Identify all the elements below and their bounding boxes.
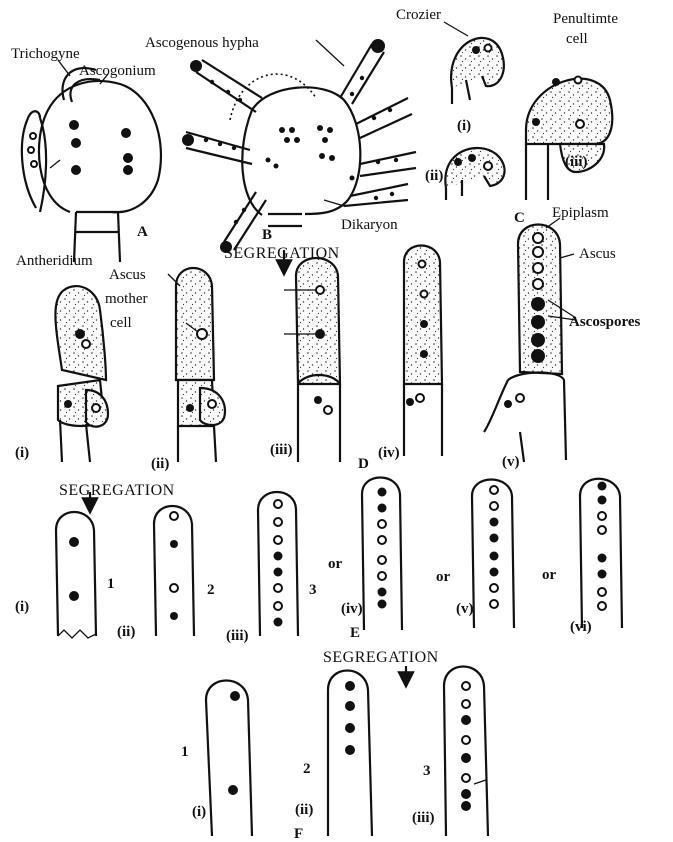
label-b: B (262, 227, 272, 243)
label-crozier: Crozier (396, 7, 441, 23)
label-f-segregation: SEGREGATION (323, 649, 439, 666)
label-c-i: (i) (457, 118, 471, 134)
label-e-3: 3 (309, 582, 317, 598)
label-c-ii: (ii) (425, 168, 443, 184)
panel-f: SEGREGATION 1 (i) 2 (ii) F 3 (iii) (181, 649, 488, 842)
label-c: C (514, 210, 525, 226)
panel-c: Crozier (i) (ii) Penultimte cell (iii) C (396, 7, 618, 226)
label-c-iii: (iii) (565, 154, 588, 170)
ascus-e-i (56, 512, 96, 636)
label-antheridium: Antheridium (16, 253, 93, 269)
label-e-v: (v) (456, 601, 474, 617)
label-a: A (137, 224, 148, 240)
label-ascospores: Ascospores (569, 314, 641, 330)
label-e-iv: (iv) (341, 601, 363, 617)
crozier-iii-penultimate (526, 79, 612, 144)
label-e-2: 2 (207, 582, 215, 598)
ascus-f-i (206, 681, 252, 837)
panel-d: SEGREGATION (i) Ascus mother cell (ii) (… (15, 205, 641, 472)
panel-a: Trichogyne Ascogonium Antheridium A (11, 46, 161, 269)
label-f: F (294, 826, 303, 842)
label-d-v: (v) (502, 454, 520, 470)
label-e-1: 1 (107, 576, 115, 592)
label-e: E (350, 625, 360, 641)
ascogonium-cell (39, 81, 161, 212)
label-d-ascus-1: Ascus (109, 267, 146, 283)
label-trichogyne: Trichogyne (11, 46, 80, 62)
label-e-vi: (vi) (570, 619, 592, 635)
crozier-ii (445, 148, 504, 188)
label-d-ascus-3: cell (110, 315, 132, 331)
label-f-iii: (iii) (412, 810, 435, 826)
label-ascogonium: Ascogonium (79, 63, 156, 79)
label-epiplasm: Epiplasm (552, 205, 609, 221)
label-e-segregation: SEGREGATION (59, 482, 175, 499)
label-e-or-1: or (328, 556, 343, 572)
label-f-i: (i) (192, 804, 206, 820)
label-d-i: (i) (15, 445, 29, 461)
label-d-iv: (iv) (378, 445, 400, 461)
label-dikaryon: Dikaryon (341, 217, 398, 233)
label-d-iii: (iii) (270, 442, 293, 458)
label-penultimate-1: Penultimte (553, 11, 618, 27)
label-ascus: Ascus (579, 246, 616, 262)
label-d-ascus-2: mother (105, 291, 148, 307)
label-d-ii: (ii) (151, 456, 169, 472)
label-e-ii: (ii) (117, 624, 135, 640)
label-e-or-3: or (542, 567, 557, 583)
label-f-3: 3 (423, 763, 431, 779)
label-f-2: 2 (303, 761, 311, 777)
crozier-i (451, 38, 504, 88)
panel-e: SEGREGATION 1 (i) 2 (ii) 3 (iii) or (iv)… (15, 478, 622, 645)
label-f-ii: (ii) (295, 802, 313, 818)
label-f-1: 1 (181, 744, 189, 760)
ascus-e-iii (258, 492, 298, 636)
label-ascogenous-hypha: Ascogenous hypha (145, 35, 259, 51)
label-d: D (358, 456, 369, 472)
label-e-i: (i) (15, 599, 29, 615)
label-e-or-2: or (436, 569, 451, 585)
ascogonium-b (242, 87, 360, 215)
label-penultimate-2: cell (566, 31, 588, 47)
label-e-iii: (iii) (226, 628, 249, 644)
panel-b: Ascogenous hypha Dikaryon B (145, 35, 416, 253)
